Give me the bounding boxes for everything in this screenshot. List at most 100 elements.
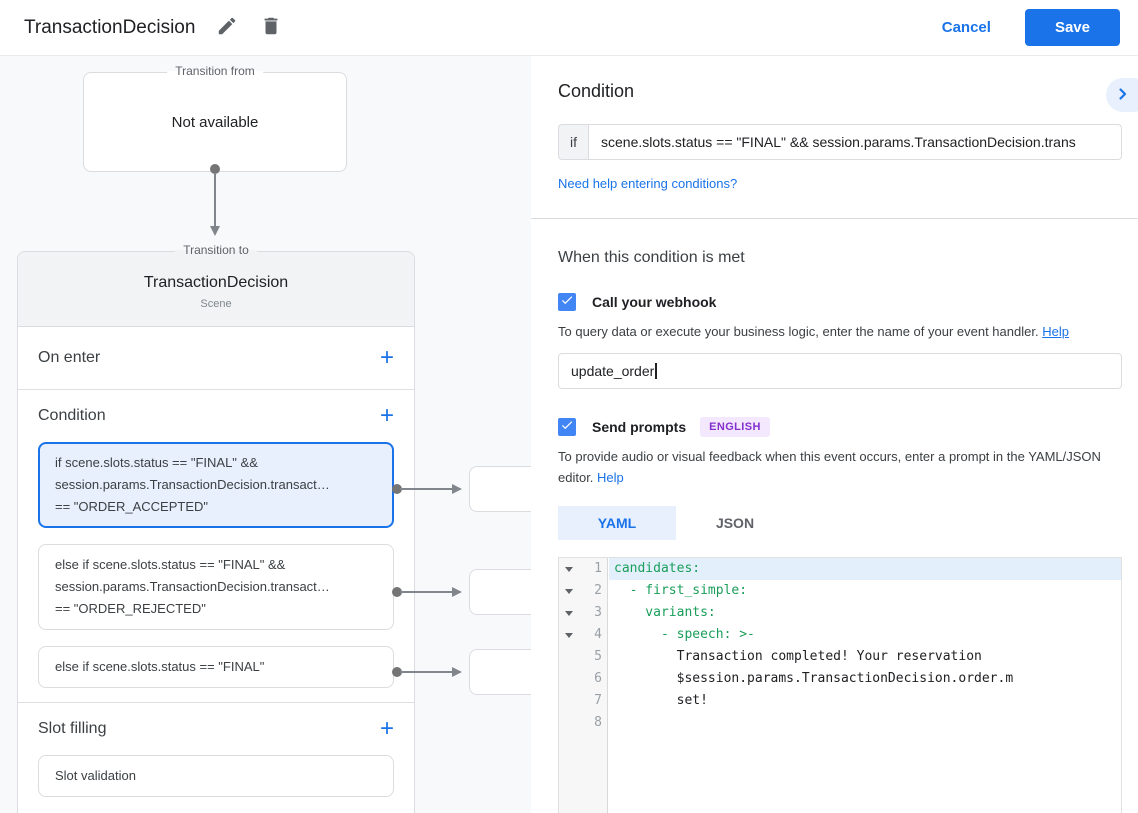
trash-icon <box>260 15 282 40</box>
text-caret <box>655 363 657 379</box>
code-line: 8 <box>559 712 1121 734</box>
transition-to-legend: Transition to <box>175 243 257 257</box>
on-enter-row[interactable]: On enter + <box>18 327 414 390</box>
add-on-enter-button[interactable]: + <box>374 344 400 372</box>
code-text: variants: <box>614 605 716 620</box>
fold-cell[interactable] <box>559 712 579 734</box>
delete-scene-button[interactable] <box>259 16 283 40</box>
prompts-help-link[interactable]: Help <box>597 470 624 485</box>
prompts-description-text: To provide audio or visual feedback when… <box>558 449 1101 485</box>
edit-scene-button[interactable] <box>215 16 239 40</box>
editor-line-list: 1 candidates: 2 - first_simple: 3 varian… <box>559 558 1121 734</box>
line-number: 7 <box>594 693 602 708</box>
connector-dot <box>392 667 402 677</box>
editor-gutter <box>559 558 608 813</box>
code-line: 5 Transaction completed! Your reservatio… <box>559 646 1121 668</box>
connector-line <box>400 591 452 593</box>
condition-expression-row: if <box>558 124 1122 160</box>
webhook-description-text: To query data or execute your business l… <box>558 324 1039 339</box>
connector-dot <box>210 164 220 174</box>
add-slot-button[interactable]: + <box>374 715 400 743</box>
page-title: TransactionDecision <box>24 16 196 38</box>
when-met-heading: When this condition is met <box>558 249 745 266</box>
code-text: set! <box>614 693 708 708</box>
language-badge: ENGLISH <box>700 417 770 437</box>
transition-to-box: Transition to TransactionDecision Scene … <box>17 243 415 813</box>
code-line: 4 - speech: >- <box>559 624 1121 646</box>
webhook-help-link[interactable]: Help <box>1042 324 1069 339</box>
code-text: candidates: <box>609 558 1121 580</box>
code-text: Transaction completed! Your reservation <box>614 649 982 664</box>
line-number: 4 <box>594 627 602 642</box>
transition-from-box: Transition from Not available <box>83 64 347 172</box>
webhook-checkbox[interactable] <box>558 293 576 311</box>
scene-header[interactable]: TransactionDecision Scene <box>18 252 414 327</box>
check-icon <box>560 418 574 437</box>
condition-section: Condition + if scene.slots.status == "FI… <box>18 390 414 703</box>
slot-filling-label: Slot filling <box>38 720 107 737</box>
arrow-right-icon <box>452 587 462 597</box>
slot-card-list: Slot validation <box>18 755 414 797</box>
connector-dot <box>392 484 402 494</box>
arrow-down-icon <box>210 226 220 236</box>
fold-cell[interactable] <box>559 624 579 646</box>
webhook-handler-input[interactable]: update_order <box>558 353 1122 389</box>
on-enter-label: On enter <box>38 349 101 366</box>
slot-card[interactable]: Slot validation <box>38 755 394 797</box>
save-button[interactable]: Save <box>1024 9 1120 46</box>
condition-expression-input[interactable] <box>588 124 1122 160</box>
tab-json[interactable]: JSON <box>676 506 794 540</box>
collapse-panel-button[interactable] <box>1106 78 1138 112</box>
line-number: 5 <box>594 649 602 664</box>
prompts-label: Send prompts <box>592 419 687 435</box>
code-text: $session.params.TransactionDecision.orde… <box>614 671 1014 686</box>
condition-help-link[interactable]: Need help entering conditions? <box>558 176 738 191</box>
connector-line <box>400 671 452 673</box>
condition-card[interactable]: if scene.slots.status == "FINAL" &&sessi… <box>38 442 394 528</box>
fold-cell[interactable] <box>559 690 579 712</box>
transition-from-content: Not available <box>171 113 259 131</box>
fold-cell[interactable] <box>559 580 579 602</box>
chevron-right-icon <box>1115 86 1131 105</box>
condition-card-list: if scene.slots.status == "FINAL" &&sessi… <box>18 442 414 688</box>
slot-filling-section: Slot filling + Slot validation <box>18 703 414 811</box>
connector-dot <box>392 587 402 597</box>
code-line: 6 $session.params.TransactionDecision.or… <box>559 668 1121 690</box>
webhook-label: Call your webhook <box>592 294 717 310</box>
line-number: 6 <box>594 671 602 686</box>
condition-card[interactable]: else if scene.slots.status == "FINAL" <box>38 646 394 688</box>
scene-subtitle: Scene <box>200 298 232 310</box>
prompts-checkbox[interactable] <box>558 418 576 436</box>
yaml-code-editor[interactable]: 1 candidates: 2 - first_simple: 3 varian… <box>558 557 1122 813</box>
transition-target-box[interactable] <box>469 466 531 512</box>
add-condition-button[interactable]: + <box>374 402 400 430</box>
prompts-description: To provide audio or visual feedback when… <box>558 446 1113 488</box>
fold-cell[interactable] <box>559 558 579 580</box>
transition-target-box[interactable] <box>469 569 531 615</box>
webhook-check-row: Call your webhook <box>558 293 1122 311</box>
code-line: 3 variants: <box>559 602 1121 624</box>
code-line: 7 set! <box>559 690 1121 712</box>
condition-panel-heading: Condition <box>558 81 635 101</box>
webhook-description: To query data or execute your business l… <box>558 321 1113 342</box>
webhook-handler-value: update_order <box>571 363 655 379</box>
condition-section-head: Condition + <box>18 390 414 442</box>
transition-target-box[interactable] <box>469 649 531 695</box>
line-number: 1 <box>594 561 602 576</box>
fold-cell[interactable] <box>559 668 579 690</box>
prompts-check-row: Send prompts ENGLISH <box>558 417 1122 437</box>
condition-card[interactable]: else if scene.slots.status == "FINAL" &&… <box>38 544 394 630</box>
tab-yaml[interactable]: YAML <box>558 506 676 540</box>
section-divider <box>531 218 1138 219</box>
code-line: 2 - first_simple: <box>559 580 1121 602</box>
fold-cell[interactable] <box>559 602 579 624</box>
connector-line <box>400 488 452 490</box>
fold-cell[interactable] <box>559 646 579 668</box>
arrow-right-icon <box>452 667 462 677</box>
slot-filling-section-head: Slot filling + <box>18 703 414 755</box>
code-text: - speech: >- <box>614 627 755 642</box>
fold-arrow-icon <box>565 588 573 594</box>
line-number: 8 <box>594 715 602 730</box>
cancel-button[interactable]: Cancel <box>941 19 991 36</box>
